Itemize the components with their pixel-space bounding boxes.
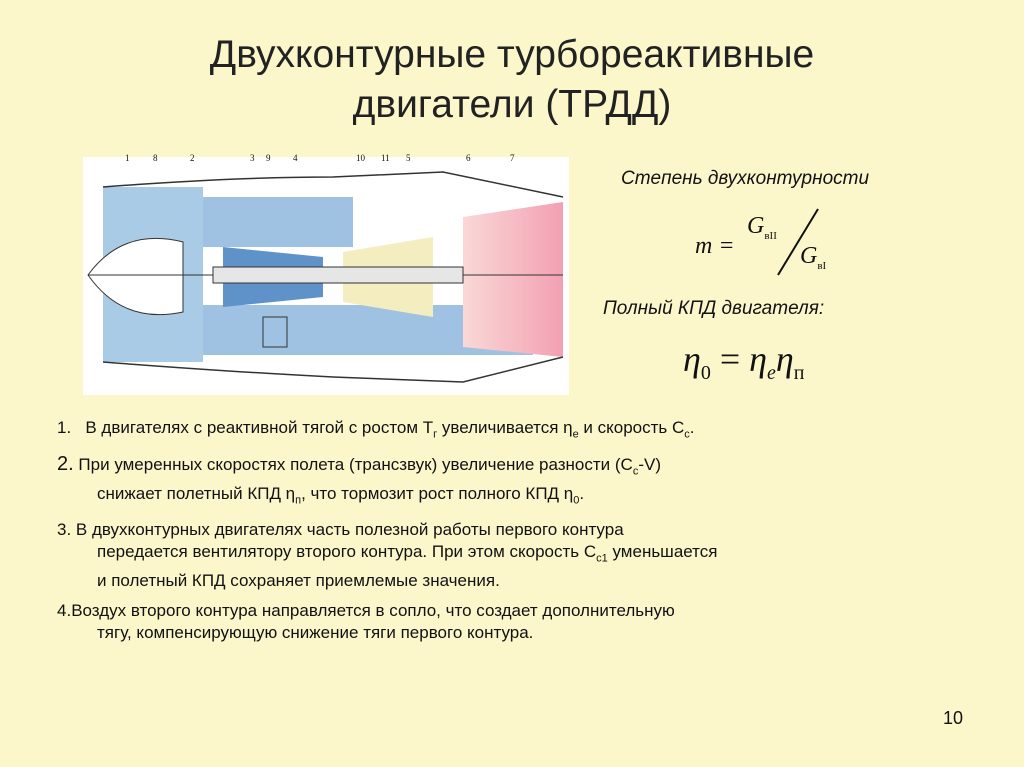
title-line-1: Двухконтурные турбореактивные xyxy=(209,33,815,76)
item-sub: 0 xyxy=(573,494,580,507)
item-number: 2. xyxy=(57,453,74,476)
callout: 5 xyxy=(406,153,411,163)
callout: 10 xyxy=(356,153,365,163)
eta-e: η xyxy=(749,339,768,379)
item-text: В двухконтурных двигателях часть полезно… xyxy=(75,520,624,540)
item-text: -V) xyxy=(638,455,661,475)
list-item: 2. При умеренных скоростях полета (транс… xyxy=(57,453,977,511)
item-sub: п xyxy=(295,494,302,507)
eta-p: η xyxy=(775,339,794,379)
item-text: Воздух второго контура направляется в со… xyxy=(71,600,675,620)
slide-title: Двухконтурные турбореактивные двигатели … xyxy=(0,30,1024,130)
callout: 9 xyxy=(266,153,271,163)
item-sub: с xyxy=(632,465,639,478)
bypass-ratio-label: Степень двухконтурности xyxy=(621,168,870,189)
item-sub: с1 xyxy=(596,552,608,565)
item-continuation: снижает полетный КПД ηп, что тормозит ро… xyxy=(57,483,977,511)
item-sub: е xyxy=(572,428,579,441)
callout: 4 xyxy=(293,153,298,163)
callout: 7 xyxy=(510,153,515,163)
callout: 6 xyxy=(466,153,471,163)
denominator: GвI xyxy=(800,243,826,272)
item-text: передается вентилятору второго контура. … xyxy=(97,542,597,562)
notes-list: 1. В двигателях с реактивной тягой с рос… xyxy=(57,417,977,652)
item-text: , что тормозит рост полного КПД η xyxy=(301,483,574,503)
page-number: 10 xyxy=(943,708,964,728)
numerator-g: G xyxy=(747,213,765,239)
formula-m: m = xyxy=(695,233,735,259)
callout: 1 xyxy=(125,153,130,163)
callout: 2 xyxy=(190,153,195,163)
list-item: 1. В двигателях с реактивной тягой с рос… xyxy=(57,417,977,445)
item-text: снижает полетный КПД η xyxy=(97,483,296,503)
item-number: 3. xyxy=(57,520,72,540)
item-text: При умеренных скоростях полета (трансзву… xyxy=(78,455,633,475)
item-text: . xyxy=(689,418,695,437)
engine-diagram: 1 8 2 3 9 4 10 11 5 6 7 xyxy=(83,153,569,395)
bypass-ratio-formula: m = GвII GвI xyxy=(695,205,895,285)
callout: 8 xyxy=(153,153,158,163)
efficiency-label: Полный КПД двигателя: xyxy=(603,298,825,319)
equals: = xyxy=(710,339,750,379)
item-continuation: тягу, компенсирующую снижение тяги перво… xyxy=(97,622,534,642)
item-number: 1. xyxy=(57,418,72,437)
numerator: GвII xyxy=(747,213,777,242)
eta-e-sub: e xyxy=(767,362,776,385)
item-sub: г xyxy=(433,428,438,441)
callout: 11 xyxy=(381,153,390,163)
denominator-sub: вI xyxy=(817,259,827,272)
efficiency-formula: η0 = ηeηп xyxy=(683,338,804,385)
eta-p-sub: п xyxy=(793,362,805,385)
title-line-2: двигатели (ТРДД) xyxy=(352,83,672,126)
item-text: . xyxy=(579,483,585,503)
item-text: В двигателях с реактивной тягой с ростом… xyxy=(85,418,434,437)
item-continuation: и полетный КПД сохраняет приемлемые знач… xyxy=(97,570,500,590)
item-text: увеличивается η xyxy=(437,418,573,437)
item-sub: с xyxy=(684,428,690,441)
item-text: уменьшается xyxy=(607,542,718,562)
item-continuation: передается вентилятору второго контура. … xyxy=(57,541,977,569)
item-number: 4. xyxy=(57,600,72,620)
list-item: 3. В двухконтурных двигателях часть поле… xyxy=(57,519,977,591)
list-item: 4.Воздух второго контура направляется в … xyxy=(57,600,977,644)
eta-0: η xyxy=(683,339,701,379)
eta-0-sub: 0 xyxy=(700,362,711,385)
denominator-g: G xyxy=(800,243,818,269)
callout: 3 xyxy=(250,153,255,163)
item-text: и скорость С xyxy=(578,418,685,437)
numerator-sub: вII xyxy=(764,229,777,242)
